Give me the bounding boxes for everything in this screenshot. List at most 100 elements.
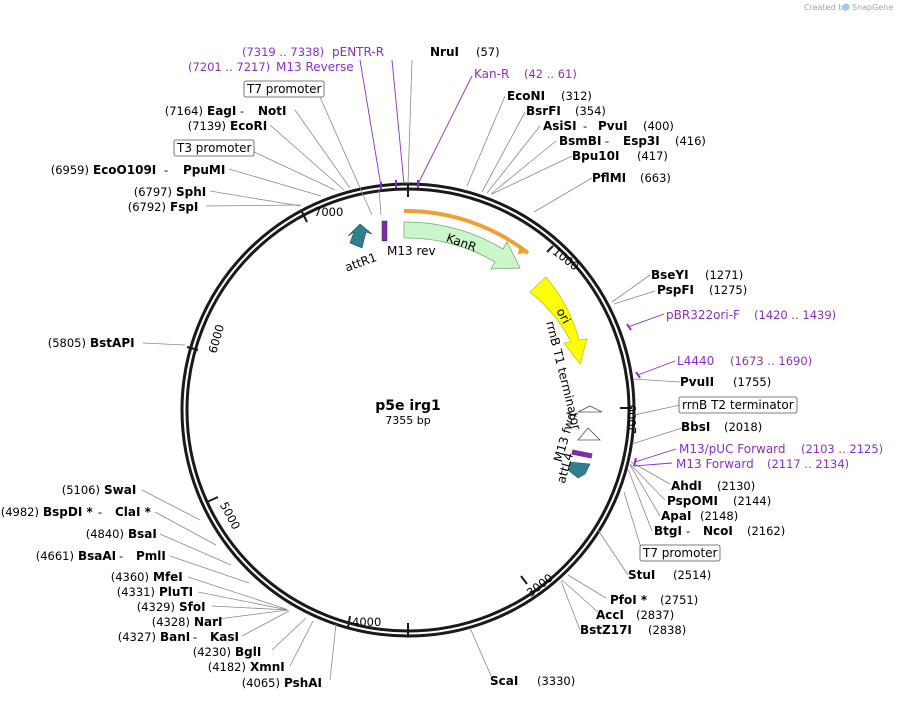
pbr322ori-f-position: (1420 .. 1439) xyxy=(754,308,836,322)
svg-text:PfoI *: PfoI * xyxy=(610,593,648,607)
attr1-feature-arrow[interactable] xyxy=(347,223,373,249)
svg-text:-: - xyxy=(193,630,197,644)
enzyme-bani-kasi[interactable]: (4327) BanI - KasI xyxy=(118,630,239,644)
enzyme-swai[interactable]: (5106) SwaI xyxy=(62,483,137,497)
svg-text:(2144): (2144) xyxy=(733,494,771,508)
svg-text:(2838): (2838) xyxy=(648,623,686,637)
enzyme-scai[interactable]: ScaI (3330) xyxy=(490,674,575,688)
enzyme-mfei[interactable]: (4360) MfeI xyxy=(111,570,183,584)
enzyme-bsai[interactable]: (4840) BsaI xyxy=(86,527,157,541)
enzyme-bsrfi[interactable]: BsrFI (354) xyxy=(526,104,606,118)
svg-text:Bpu10I: Bpu10I xyxy=(572,149,619,163)
svg-text:-: - xyxy=(240,104,244,118)
enzyme-pshai[interactable]: (4065) PshAI xyxy=(242,676,322,690)
rrnb-t2-terminator-glyph xyxy=(577,427,601,441)
enzyme-fspi[interactable]: (6792) FspI xyxy=(128,200,199,214)
attl4-feature-arrow[interactable] xyxy=(567,461,591,479)
svg-text:(4982): (4982) xyxy=(1,505,39,519)
enzyme-sfoi[interactable]: (4329) SfoI xyxy=(137,600,206,614)
enzyme-bseyi[interactable]: BseYI (1271) xyxy=(651,268,743,282)
m13-forward-label: M13 Forward xyxy=(676,457,754,471)
svg-text:BsaAI: BsaAI xyxy=(78,549,116,563)
enzyme-bbsi[interactable]: BbsI (2018) xyxy=(681,420,762,434)
svg-text:BstAPI: BstAPI xyxy=(90,336,135,350)
svg-text:BstZ17I: BstZ17I xyxy=(580,623,632,637)
svg-text:(417): (417) xyxy=(637,149,668,163)
svg-text:(4182): (4182) xyxy=(208,660,246,674)
enzyme-pflmi[interactable]: PflMI (663) xyxy=(592,171,671,185)
svg-text:(3330): (3330) xyxy=(537,674,575,688)
svg-text:(2018): (2018) xyxy=(724,420,762,434)
enzyme-bsaai-pmli[interactable]: (4661) BsaAI - PmlI xyxy=(36,549,166,563)
svg-text:SfoI: SfoI xyxy=(179,600,206,614)
svg-text:(354): (354) xyxy=(575,104,606,118)
svg-text:-: - xyxy=(164,163,168,177)
svg-text:(2751): (2751) xyxy=(660,593,698,607)
enzyme-pspfi[interactable]: PspFI (1275) xyxy=(657,283,747,297)
pbr322ori-f-label: pBR322ori-F xyxy=(666,308,740,322)
svg-text:BsmBI: BsmBI xyxy=(559,134,601,148)
svg-text:Esp3I: Esp3I xyxy=(623,134,660,148)
enzyme-btgi-ncoi[interactable]: BtgI - NcoI (2162) xyxy=(654,524,785,538)
enzyme-bgli[interactable]: (4230) BglI xyxy=(193,645,262,659)
svg-text:(7139): (7139) xyxy=(188,119,226,133)
svg-text:AsiSI: AsiSI xyxy=(543,119,577,133)
svg-text:EcoNI: EcoNI xyxy=(507,89,545,103)
t3-promoter-box: T3 promoter xyxy=(173,139,255,157)
enzyme-ecoo109i-ppumi[interactable]: (6959) EcoO109I - PpuMI xyxy=(51,163,226,177)
enzyme-econi[interactable]: EcoNI (312) xyxy=(507,89,592,103)
enzyme-eagi-noti[interactable]: (7164) EagI - NotI xyxy=(165,104,287,118)
enzyme-bspdi-clai[interactable]: (4982) BspDI * - ClaI * xyxy=(1,505,152,519)
svg-text:BspDI *: BspDI * xyxy=(43,505,93,519)
svg-text:(4840): (4840) xyxy=(86,527,124,541)
enzyme-sphi[interactable]: (6797) SphI xyxy=(134,185,207,199)
svg-text:-: - xyxy=(686,524,690,538)
t7-promoter-bottom-box: T7 promoter xyxy=(639,544,721,562)
tick-3000 xyxy=(520,575,528,585)
l4440-label: L4440 xyxy=(677,354,714,368)
enzyme-pfoi[interactable]: PfoI * (2751) xyxy=(610,593,698,607)
enzyme-ahdi[interactable]: AhdI (2130) xyxy=(671,479,755,493)
svg-text:BseYI: BseYI xyxy=(651,268,689,282)
svg-text:BtgI: BtgI xyxy=(654,524,682,538)
enzyme-acci[interactable]: AccI (2837) xyxy=(596,608,674,622)
svg-text:(4360): (4360) xyxy=(111,570,149,584)
enzyme-asisi-pvui[interactable]: AsiSI - PvuI (400) xyxy=(543,119,674,133)
enzyme-bstz17i[interactable]: BstZ17I (2838) xyxy=(580,623,686,637)
kan-r-label: Kan-R xyxy=(474,67,509,81)
enzyme-pspomi[interactable]: PspOMI (2144) xyxy=(667,494,771,508)
enzyme-nrui[interactable]: NruI (57) xyxy=(430,45,500,59)
enzyme-bsmbi-esp3i[interactable]: BsmBI - Esp3I (416) xyxy=(559,134,706,148)
kanr-feature-arrow[interactable] xyxy=(403,221,521,270)
pentr-r-position: (7319 .. 7338) xyxy=(242,45,324,59)
svg-text:(416): (416) xyxy=(675,134,706,148)
rrnb-t1-terminator-glyph xyxy=(577,405,603,413)
svg-text:NcoI: NcoI xyxy=(703,524,733,538)
svg-text:(6792): (6792) xyxy=(128,200,166,214)
rrnb-t2-box: rrnB T2 terminator xyxy=(678,396,798,414)
enzyme-pluti[interactable]: (4331) PluTI xyxy=(117,585,193,599)
enzyme-bstapi[interactable]: (5805) BstAPI xyxy=(48,336,135,350)
t7-promoter-top-label: T7 promoter xyxy=(246,82,322,96)
svg-text:-: - xyxy=(583,119,587,133)
svg-text:(4329): (4329) xyxy=(137,600,175,614)
enzyme-stui[interactable]: StuI (2514) xyxy=(628,568,711,582)
svg-text:-: - xyxy=(98,505,102,519)
enzyme-xmni[interactable]: (4182) XmnI xyxy=(208,660,285,674)
svg-text:-: - xyxy=(605,134,609,148)
enzyme-bpu10i[interactable]: Bpu10I (417) xyxy=(572,149,668,163)
m13-fwd-primer-mark[interactable] xyxy=(571,449,593,459)
enzyme-ecori[interactable]: (7139) EcoRI xyxy=(188,119,268,133)
enzyme-nari[interactable]: (4328) NarI xyxy=(152,615,223,629)
m13-reverse-label: M13 Reverse xyxy=(276,60,354,74)
svg-text:KasI: KasI xyxy=(210,630,239,644)
svg-text:PshAI: PshAI xyxy=(284,676,322,690)
ori-feature-arrow[interactable] xyxy=(529,276,588,365)
m13-rev-primer-mark[interactable] xyxy=(381,220,388,242)
enzyme-pvuii[interactable]: PvuII (1755) xyxy=(680,375,771,389)
l4440-position: (1673 .. 1690) xyxy=(730,354,812,368)
tick-label-6000: 6000 xyxy=(205,323,227,355)
svg-text:BbsI: BbsI xyxy=(681,420,710,434)
enzyme-apai[interactable]: ApaI (2148) xyxy=(661,509,738,523)
tick-label-7000: 7000 xyxy=(314,205,343,219)
